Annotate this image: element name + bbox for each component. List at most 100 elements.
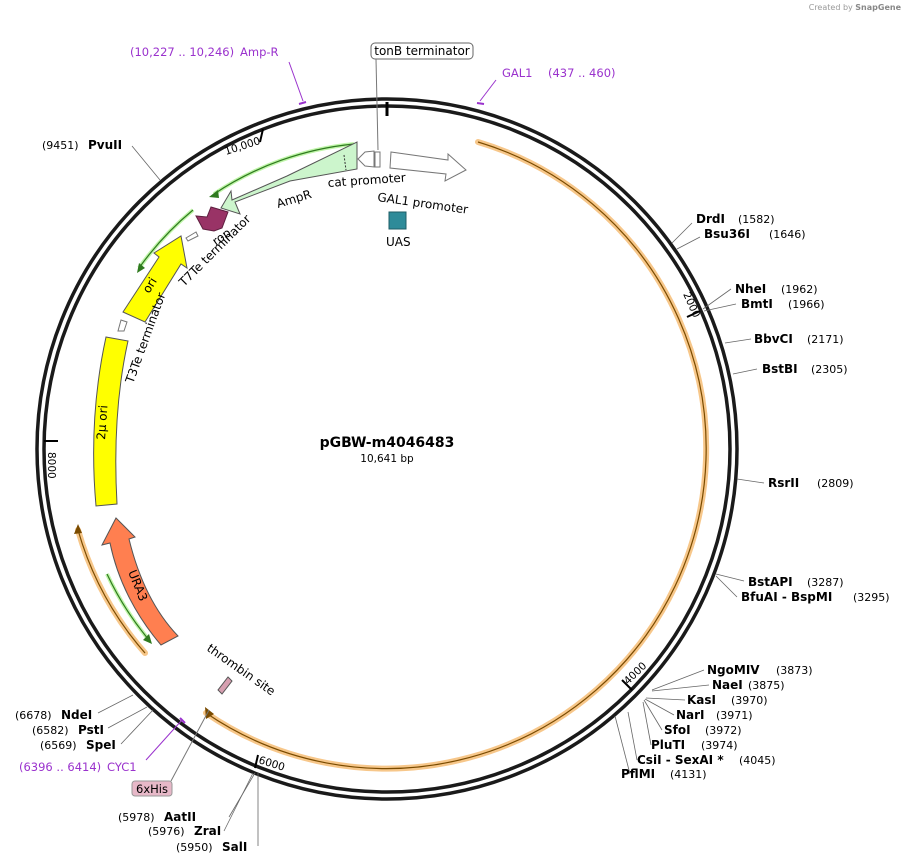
orf-arc-main-core bbox=[205, 141, 707, 770]
site-sfoi-name: SfoI bbox=[664, 723, 691, 737]
leader-bsu36i bbox=[676, 236, 701, 250]
leader-bbvci bbox=[724, 338, 752, 344]
leader-nari bbox=[644, 698, 675, 716]
orf-arc-main-head bbox=[205, 707, 214, 719]
site-bstapi-pos: (3287) bbox=[807, 576, 844, 589]
green-orf-ura3-head bbox=[143, 634, 152, 644]
site-bsu36i-name: Bsu36I bbox=[704, 227, 750, 241]
tick-10000-mark bbox=[259, 128, 264, 143]
his-label: 6xHis bbox=[136, 782, 168, 796]
primer-cyc1-range: (6396 .. 6414) bbox=[19, 760, 101, 774]
leader-kasi bbox=[645, 697, 686, 701]
site-zrai-name: ZraI bbox=[194, 824, 221, 838]
leader-sfoi bbox=[643, 699, 663, 731]
site-bbvci-name: BbvCI bbox=[754, 332, 793, 346]
leader-pluti bbox=[642, 701, 652, 746]
primer-cyc1-name: CYC1 bbox=[107, 760, 137, 774]
leader-spei bbox=[120, 709, 154, 745]
ura3-feature bbox=[101, 517, 179, 646]
ori-feature bbox=[122, 235, 188, 323]
tick-4000-mark bbox=[621, 679, 633, 691]
site-ndei-name: NdeI bbox=[61, 708, 92, 722]
site-drdi-name: DrdI bbox=[696, 212, 725, 226]
site-nari-pos: (3971) bbox=[716, 709, 753, 722]
leader-bstbi bbox=[732, 368, 758, 375]
tick-2000-mark bbox=[686, 310, 701, 318]
plasmid-name: pGBW-m4046483 bbox=[320, 435, 455, 451]
credit-brand: SnapGene bbox=[855, 3, 901, 12]
leader-ndei bbox=[97, 694, 134, 714]
site-bmti-name: BmtI bbox=[741, 297, 773, 311]
tick-6000-mark bbox=[254, 754, 259, 769]
green-orf-ura3-core bbox=[106, 573, 150, 641]
site-aatii-name: AatII bbox=[164, 810, 196, 824]
site-naei-name: NaeI bbox=[712, 678, 743, 692]
plasmid-length: 10,641 bp bbox=[360, 453, 414, 465]
site-kasi-name: KasI bbox=[687, 693, 716, 707]
leader-drdi bbox=[671, 222, 693, 244]
site-pvuii-pos: (9451) bbox=[42, 139, 79, 152]
site-bbvci-pos: (2171) bbox=[807, 333, 844, 346]
t3te-terminator-mark bbox=[117, 319, 128, 332]
ampr-label: AmpR bbox=[275, 187, 313, 211]
primer-gal1-leader bbox=[479, 79, 497, 102]
thrombin-site-label: thrombin site bbox=[204, 641, 278, 698]
ampr-feature bbox=[220, 141, 358, 215]
ampr-dashed bbox=[343, 154, 347, 171]
site-bstbi-pos: (2305) bbox=[811, 363, 848, 376]
site-sali-pos: (5950) bbox=[176, 841, 213, 854]
leader-pflmi bbox=[614, 715, 631, 775]
site-pflmi-name: PflMI bbox=[621, 767, 655, 781]
site-pflmi-pos: (4131) bbox=[670, 768, 707, 781]
two-mu-ori-feature bbox=[93, 336, 129, 507]
site-bmti-pos: (1966) bbox=[788, 298, 825, 311]
leader-ngomiv bbox=[651, 669, 705, 691]
tonb-leader bbox=[375, 58, 379, 151]
site-aatii-pos: (5978) bbox=[118, 811, 155, 824]
site-pluti-pos: (3974) bbox=[701, 739, 738, 752]
site-bfuai-pos: (3295) bbox=[853, 591, 890, 604]
leader-zrai bbox=[223, 772, 254, 832]
site-drdi-pos: (1582) bbox=[738, 213, 775, 226]
site-nari-name: NarI bbox=[676, 708, 705, 722]
site-naei-pos: (3875) bbox=[748, 679, 785, 692]
orf-arc-left-core bbox=[77, 529, 146, 654]
site-rsrii-name: RsrII bbox=[768, 476, 799, 490]
site-sfoi-pos: (3972) bbox=[705, 724, 742, 737]
orf-arc-left-head bbox=[74, 524, 82, 534]
tick-2000: 2000 bbox=[680, 290, 702, 319]
primer-ampr-leader bbox=[288, 61, 304, 102]
leader-naei bbox=[651, 684, 710, 692]
site-bfuai-name: BfuAI - BspMI bbox=[741, 590, 832, 604]
leader-csii bbox=[627, 711, 638, 761]
primer-gal1-range: (437 .. 460) bbox=[548, 66, 616, 80]
leader-pvuii bbox=[131, 145, 161, 181]
site-csii-name: CsiI - SexAI * bbox=[637, 753, 724, 767]
leader-bstapi bbox=[715, 573, 745, 582]
green-orf-rop-head bbox=[137, 263, 145, 273]
leader-psti bbox=[107, 706, 148, 729]
green-orf-ampr-head bbox=[209, 190, 219, 198]
site-pvuii-name: PvuII bbox=[88, 138, 122, 152]
site-psti-name: PstI bbox=[78, 723, 104, 737]
site-spei-name: SpeI bbox=[86, 738, 116, 752]
leader-bmti bbox=[703, 303, 737, 312]
gal1-promoter-feature bbox=[389, 151, 467, 182]
t7te-terminator-mark bbox=[185, 231, 199, 242]
site-spei-pos: (6569) bbox=[40, 739, 77, 752]
uas-feature bbox=[388, 211, 407, 230]
credit-prefix: Created by bbox=[808, 3, 853, 12]
two-mu-ori-label: 2μ ori bbox=[94, 405, 110, 441]
cat-promoter-feature bbox=[357, 150, 375, 168]
tonb-box bbox=[370, 42, 474, 60]
cat-promoter-label: cat promoter bbox=[327, 171, 406, 190]
uas-label: UAS bbox=[386, 235, 411, 249]
green-orf-rop-core bbox=[138, 209, 194, 269]
leader-nhei bbox=[702, 288, 732, 310]
primer-gal1-name: GAL1 bbox=[502, 66, 533, 80]
tonb-label: tonB terminator bbox=[374, 44, 470, 58]
green-orf-ampr-core bbox=[213, 143, 355, 195]
leader-bfuai bbox=[715, 575, 738, 598]
thrombin-site-mark bbox=[217, 676, 233, 695]
